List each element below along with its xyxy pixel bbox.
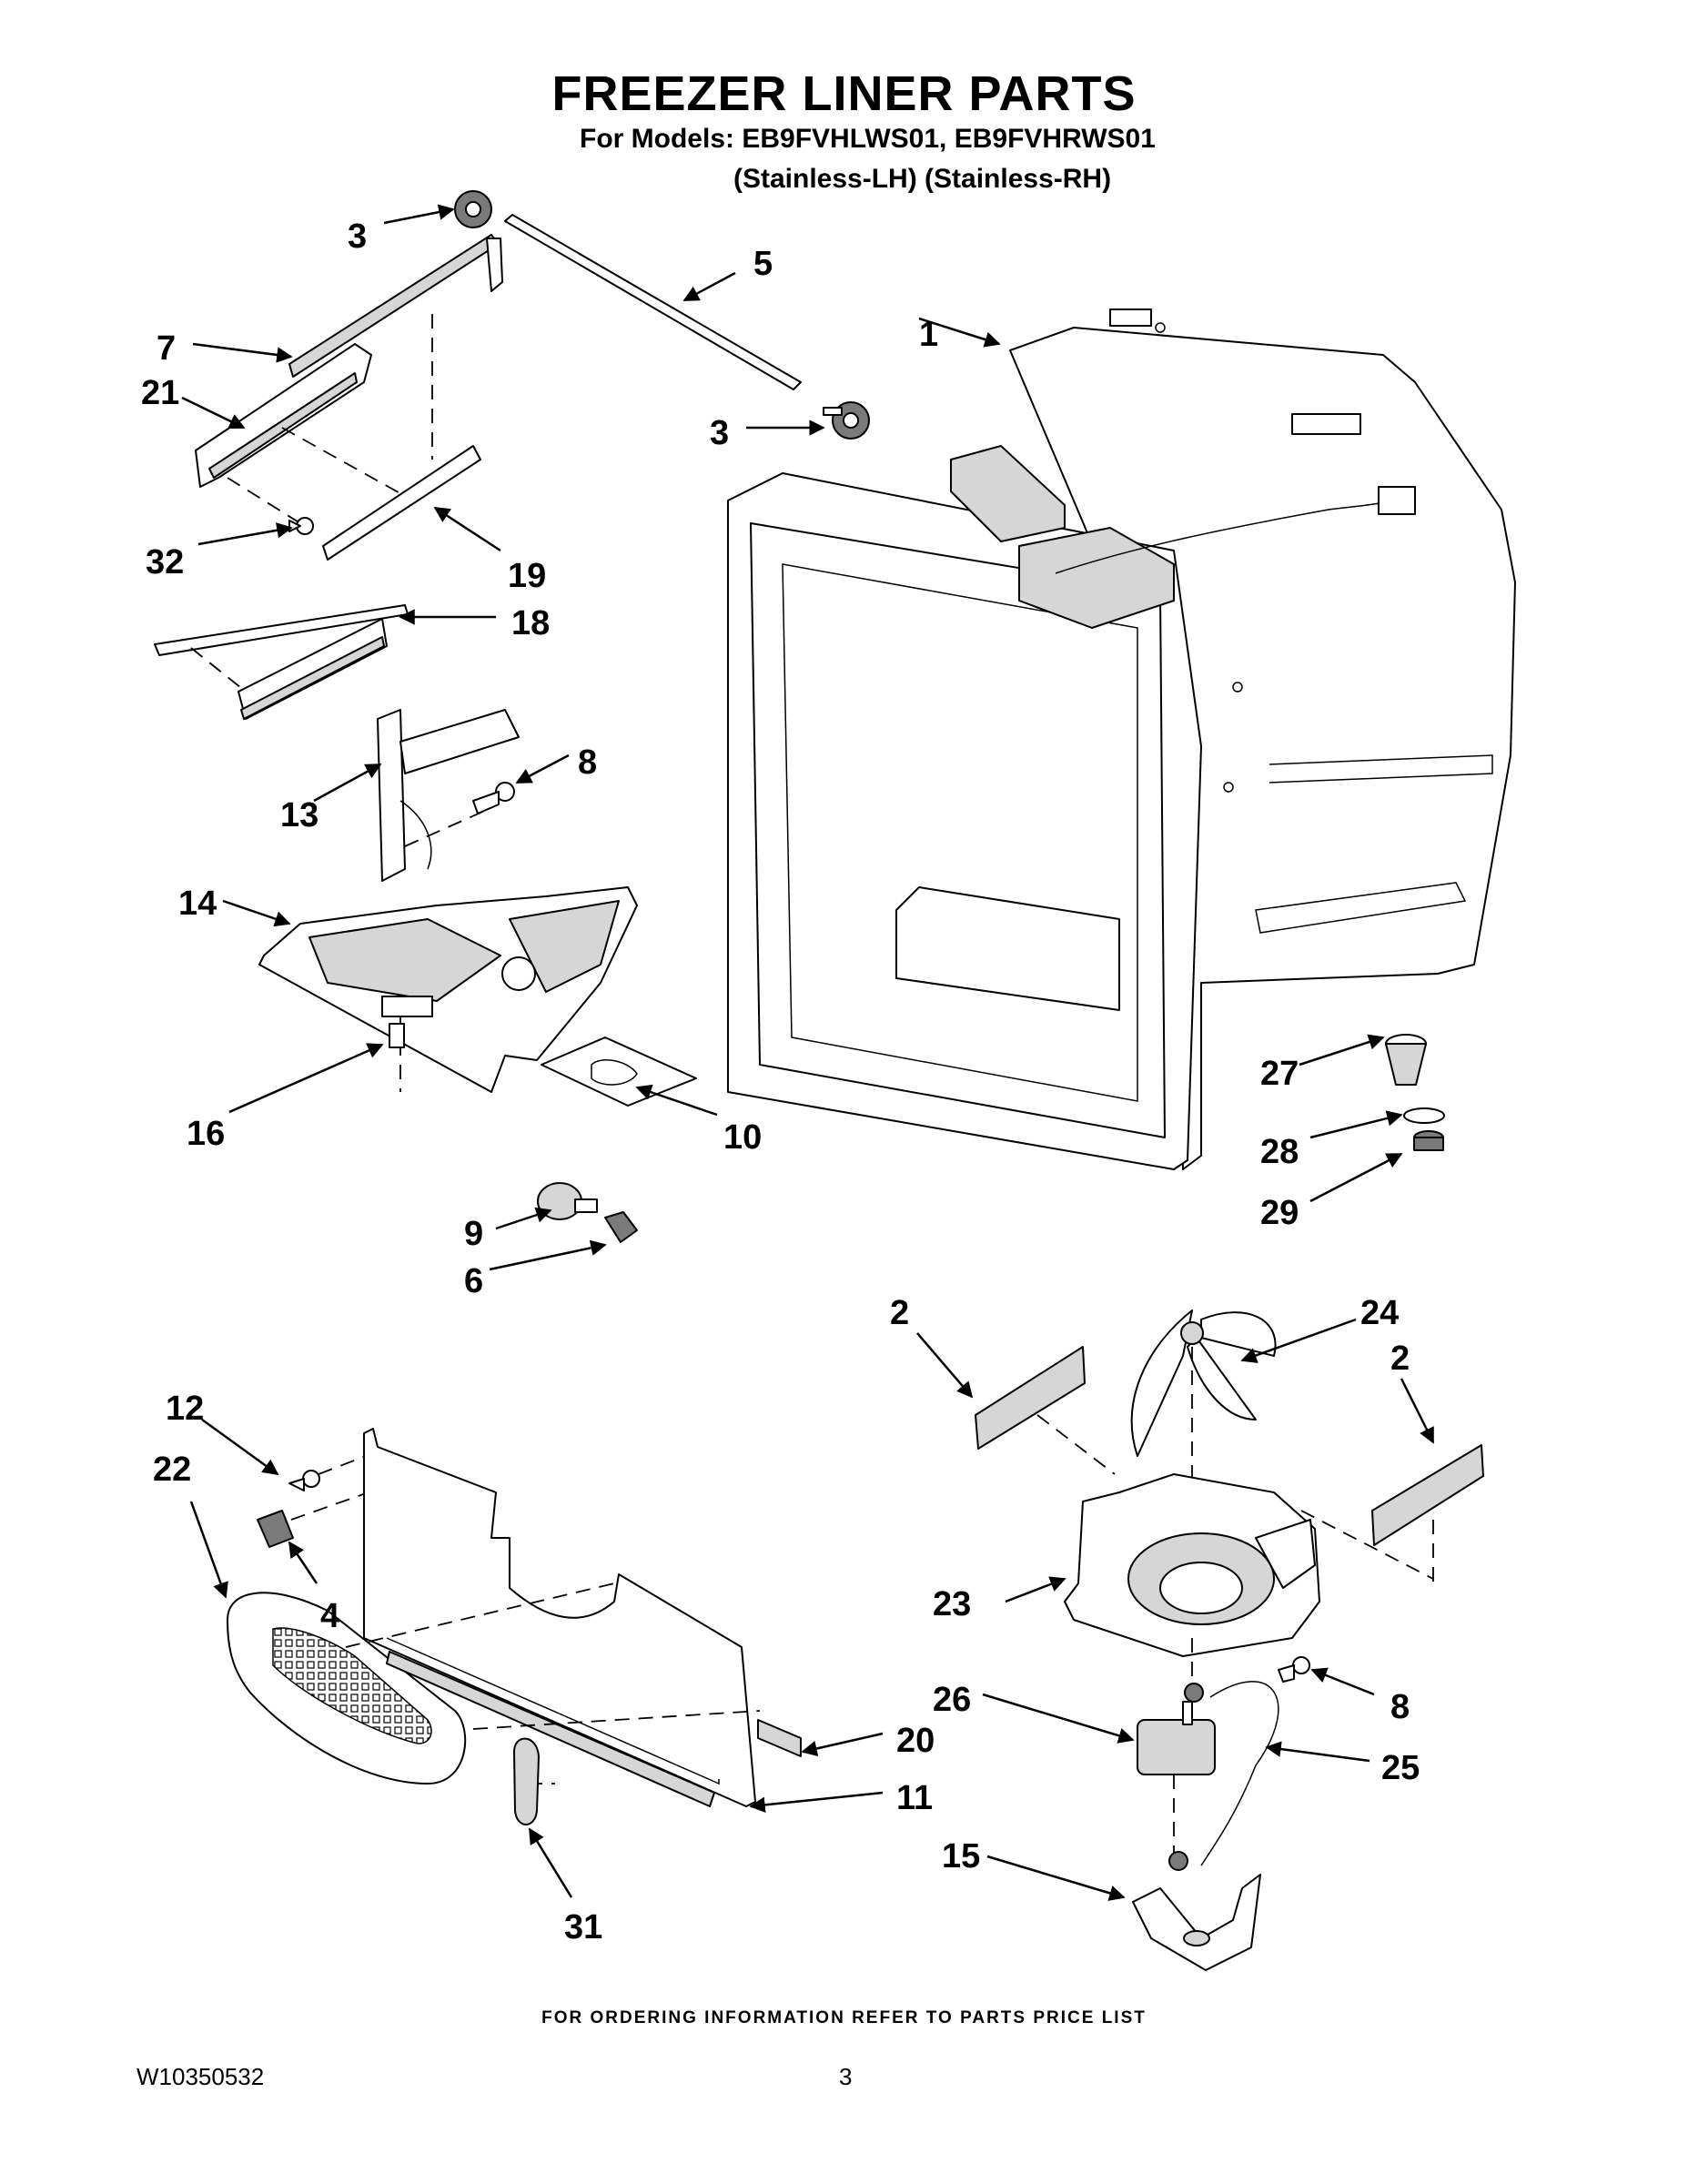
part-fan-housing <box>1064 1473 1320 1693</box>
part-motor-bracket <box>1132 1851 1261 1971</box>
callout: 3 <box>710 414 729 452</box>
callout: 24 <box>1360 1294 1399 1332</box>
part-air-grille <box>227 1592 467 1785</box>
part-screw-32 <box>288 517 314 535</box>
part-gear-lower <box>823 401 870 440</box>
callout: 5 <box>753 245 773 283</box>
callout: 29 <box>1260 1194 1299 1232</box>
part-evaporator-cover <box>258 886 638 1093</box>
callout: 4 <box>320 1597 339 1635</box>
part-light-lens-31 <box>513 1737 540 1825</box>
part-wire-harness <box>1200 1681 1279 1866</box>
document-number: W10350532 <box>136 2063 265 2090</box>
callout: 8 <box>578 743 597 782</box>
callout: 2 <box>1390 1340 1410 1378</box>
part-rear-panel <box>345 1428 761 1807</box>
part-screw-8-lower <box>1278 1656 1310 1683</box>
part-slide-rail-lower <box>154 604 409 720</box>
callout: 21 <box>141 374 179 412</box>
part-bulb <box>537 1182 598 1220</box>
callout: 15 <box>942 1837 980 1876</box>
callout: 32 <box>146 543 184 581</box>
callout: 8 <box>1390 1688 1410 1726</box>
callout: 6 <box>464 1262 483 1300</box>
page-number: 3 <box>839 2063 853 2090</box>
part-foam-pad <box>541 1036 697 1107</box>
callout: 26 <box>933 1681 971 1719</box>
part-slide-rail-upper <box>288 234 503 378</box>
callout: 2 <box>890 1294 909 1332</box>
part-evaporator-bracket <box>377 709 520 882</box>
part-slide-rail-middle <box>281 314 481 561</box>
part-thermistor-4 <box>257 1491 369 1548</box>
callout: 28 <box>1260 1133 1299 1171</box>
variants-line: (Stainless-LH) (Stainless-RH) <box>733 164 1112 194</box>
part-fan-motor <box>1137 1683 1216 1856</box>
part-slide-bracket <box>195 343 372 524</box>
callout: 16 <box>187 1115 225 1153</box>
part-socket <box>604 1211 638 1243</box>
callout: 3 <box>348 217 367 256</box>
part-grommet-29 <box>1413 1130 1444 1151</box>
callout: 20 <box>896 1722 935 1760</box>
callout: 25 <box>1381 1749 1420 1787</box>
part-screw-8-upper <box>404 782 515 847</box>
part-clip-16 <box>389 1023 405 1048</box>
part-gear-upper <box>454 190 492 228</box>
callout: 14 <box>178 885 217 923</box>
part-freezer-liner <box>727 308 1516 1170</box>
callout: 18 <box>511 604 550 642</box>
leader-lines <box>181 204 1435 1901</box>
callout: 11 <box>896 1779 933 1817</box>
callout: 31 <box>564 1908 602 1946</box>
part-foam-block-right <box>1300 1444 1484 1588</box>
callout: 1 <box>919 316 938 354</box>
callout: 13 <box>280 796 318 834</box>
callout-numbers: 3 5 7 21 1 3 32 19 18 13 8 14 16 10 27 2… <box>141 217 1420 1946</box>
page-title: FREEZER LINER PARTS <box>551 66 1137 121</box>
part-ring-28 <box>1403 1107 1445 1124</box>
ordering-note: FOR ORDERING INFORMATION REFER TO PARTS … <box>541 2008 1147 2027</box>
callout: 27 <box>1260 1055 1299 1093</box>
callout: 12 <box>166 1390 204 1428</box>
part-seal-strip-20 <box>757 1719 802 1757</box>
part-screw-12 <box>288 1451 379 1491</box>
part-rod <box>504 214 802 390</box>
callout: 10 <box>723 1118 762 1157</box>
callout: 19 <box>508 557 546 595</box>
callout: 22 <box>153 1451 191 1489</box>
callout: 7 <box>157 329 176 368</box>
callout: 23 <box>933 1585 971 1623</box>
callout: 9 <box>464 1215 483 1253</box>
part-foam-block-left <box>975 1346 1116 1475</box>
models-line: For Models: EB9FVHLWS01, EB9FVHRWS01 <box>580 124 1156 154</box>
part-cap-27 <box>1385 1034 1427 1086</box>
part-fan-blade <box>1130 1309 1277 1565</box>
